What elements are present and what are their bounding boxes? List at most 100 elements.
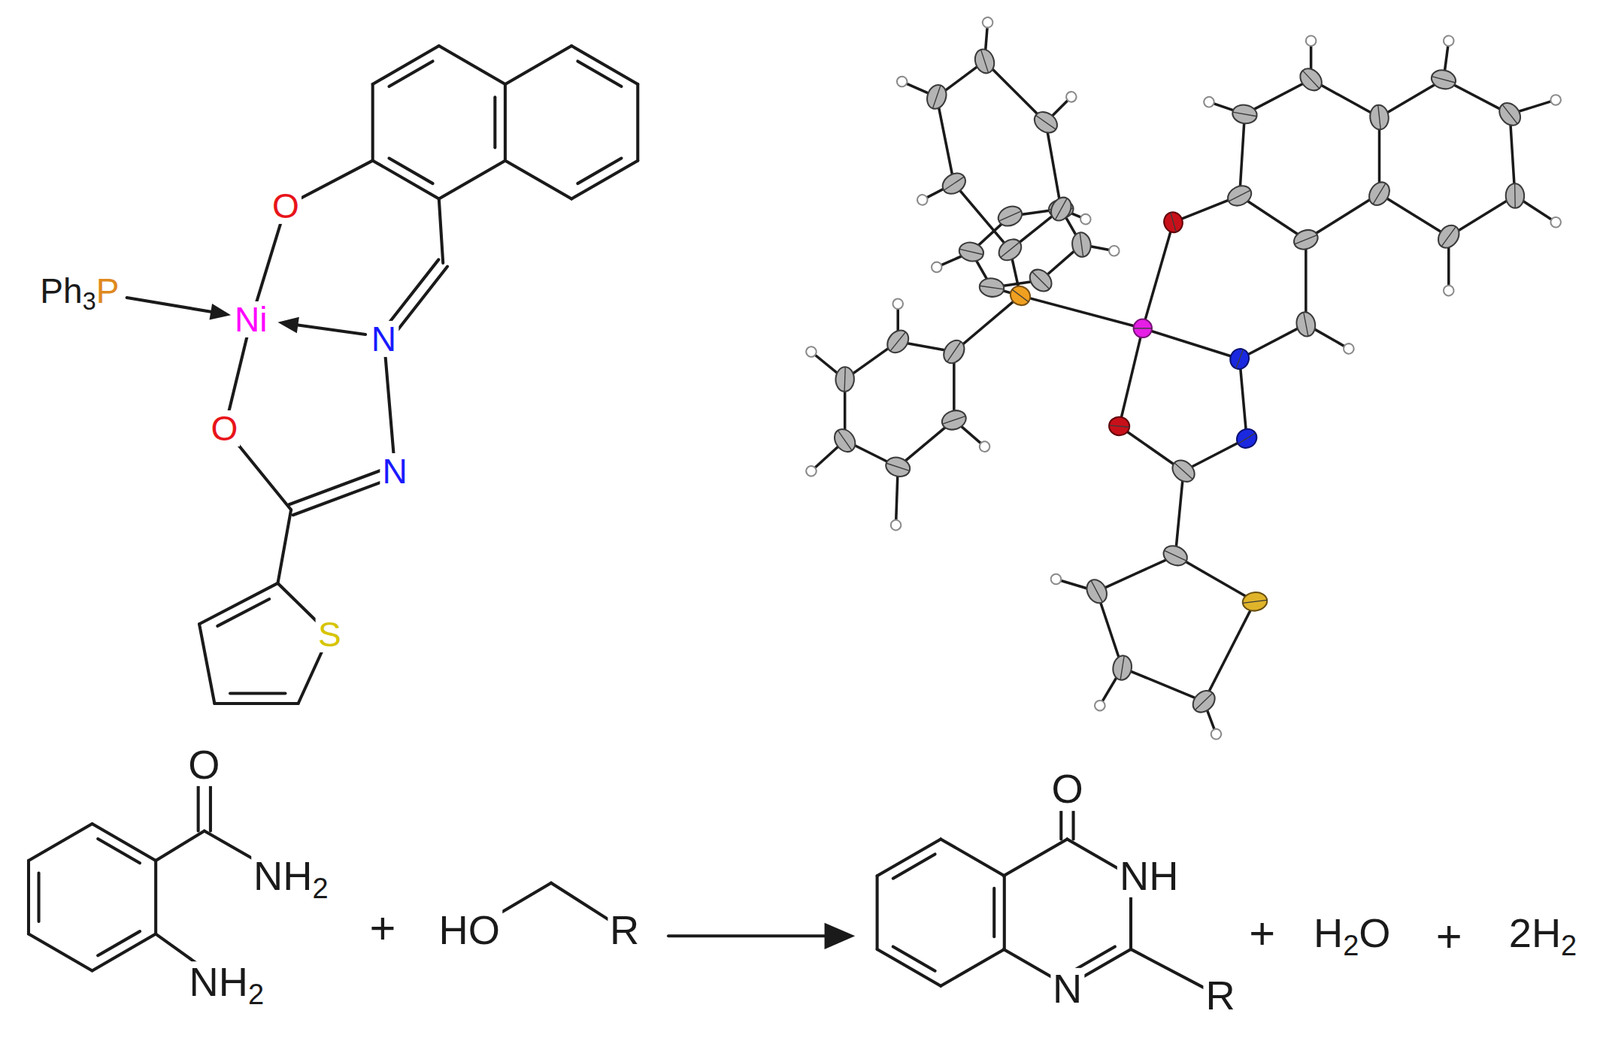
inner-double-bond	[893, 946, 936, 971]
bond-line	[154, 860, 158, 935]
text-run: O	[211, 409, 239, 449]
text-run: O	[187, 742, 220, 788]
ellipsoid-axis	[1012, 289, 1029, 302]
plus-sign: +	[1246, 910, 1278, 958]
ortep-atom	[895, 75, 910, 89]
ortep-atom	[1550, 94, 1561, 106]
ortep-bond	[1239, 195, 1307, 240]
thermal-ellipsoid	[995, 203, 1026, 231]
ellipsoid-axis	[1236, 349, 1244, 369]
ortep-bond	[1122, 668, 1205, 703]
text-run: N	[1052, 966, 1082, 1013]
ortep-atom	[805, 345, 817, 358]
ortep-atom	[1168, 456, 1200, 487]
ortep-atom	[1233, 425, 1261, 452]
ortep-atom	[915, 193, 930, 207]
bond-line	[1003, 875, 1007, 950]
ortep-bond	[1096, 555, 1176, 591]
thermal-ellipsoid	[924, 82, 950, 113]
ortep-atom	[1025, 265, 1056, 296]
thermal-ellipsoid	[957, 240, 985, 264]
ellipsoid-axis	[844, 366, 846, 392]
thermal-ellipsoid	[1080, 214, 1091, 225]
ellipsoid-axis	[1133, 327, 1152, 329]
ellipsoid-axis	[1032, 272, 1050, 290]
ortep-bond	[1045, 122, 1061, 210]
ortep-atom	[1202, 95, 1216, 109]
thermal-ellipsoid	[1082, 576, 1111, 607]
ellipsoid-axis	[886, 463, 910, 471]
product-formula: 2H2	[1506, 912, 1580, 961]
text-run: NH	[189, 959, 249, 1006]
atom-label: N	[1050, 968, 1085, 1011]
plus-sign: +	[1433, 913, 1465, 961]
text-run: NH	[1119, 853, 1179, 900]
inner-double-bond	[577, 158, 622, 185]
ellipsoid-axis	[1163, 550, 1187, 561]
ortep-bond	[936, 96, 955, 184]
ortep-bond	[1239, 358, 1247, 439]
thermal-ellipsoid	[1209, 727, 1222, 740]
ortep-atom	[939, 169, 970, 198]
ellipsoid-axis	[1242, 600, 1267, 604]
bond-line	[505, 45, 572, 85]
ortep-atom	[1548, 215, 1564, 230]
atom-label: O	[269, 187, 302, 225]
bond-line	[940, 839, 1005, 876]
ellipsoid-axis	[1238, 433, 1256, 444]
ellipsoid-axis	[1090, 580, 1103, 603]
thermal-ellipsoid	[804, 463, 819, 479]
thermal-ellipsoid	[883, 454, 913, 480]
thermal-ellipsoid	[1025, 265, 1056, 296]
ortep-bond	[984, 60, 1046, 122]
thermal-ellipsoid	[1442, 284, 1455, 297]
thermal-ellipsoid	[1441, 33, 1456, 49]
ellipsoid-axis	[932, 84, 941, 109]
thermal-ellipsoid	[931, 261, 943, 273]
ortep-atom	[1290, 226, 1321, 253]
text-run: O	[272, 186, 300, 226]
ortep-bond	[1020, 295, 1143, 328]
text-run: N	[371, 318, 397, 358]
ortep-atom	[1227, 345, 1252, 372]
ortep-bond	[1239, 114, 1246, 197]
text-run: 2	[312, 872, 328, 905]
text-run: 2	[1342, 930, 1359, 962]
arrow-head	[824, 923, 856, 950]
ellipsoid-axis	[980, 49, 988, 73]
arrow-shaft	[668, 934, 825, 938]
ortep-atom	[1006, 281, 1034, 310]
thermal-ellipsoid	[939, 407, 969, 434]
double-bond-line	[288, 466, 393, 506]
thermal-ellipsoid	[1108, 416, 1131, 437]
ortep-atom	[835, 366, 855, 392]
thermal-ellipsoid	[1505, 183, 1525, 209]
arrow-shaft	[297, 324, 366, 335]
thermal-ellipsoid	[1241, 590, 1268, 613]
ortep-bond	[1239, 324, 1307, 359]
ortep-atom	[1429, 67, 1458, 92]
thermal-ellipsoid	[1548, 215, 1564, 230]
ortep-atom	[1365, 178, 1394, 209]
ortep-bond	[1378, 193, 1449, 237]
ellipsoid-axis	[837, 430, 852, 452]
text-run: N	[382, 451, 408, 491]
ortep-atom	[931, 261, 943, 273]
ellipsoid-axis	[1514, 183, 1516, 209]
bond-line	[875, 875, 879, 950]
text-run: 3	[82, 287, 97, 316]
ortep-atom	[1296, 64, 1327, 95]
inner-double-bond	[388, 60, 433, 87]
ortep-bond	[1175, 471, 1184, 557]
ellipsoid-axis	[1120, 655, 1125, 680]
ortep-atom	[1070, 231, 1093, 259]
thermal-ellipsoid	[1290, 226, 1321, 253]
ortep-atom	[1063, 89, 1079, 104]
ortep-bond	[1142, 328, 1240, 360]
ortep-bond	[1142, 222, 1174, 329]
text-run: O	[1051, 766, 1083, 813]
bond-line	[505, 160, 572, 200]
text-run: HO	[439, 907, 500, 954]
complex-structure	[127, 45, 639, 704]
bond-line	[439, 45, 506, 85]
